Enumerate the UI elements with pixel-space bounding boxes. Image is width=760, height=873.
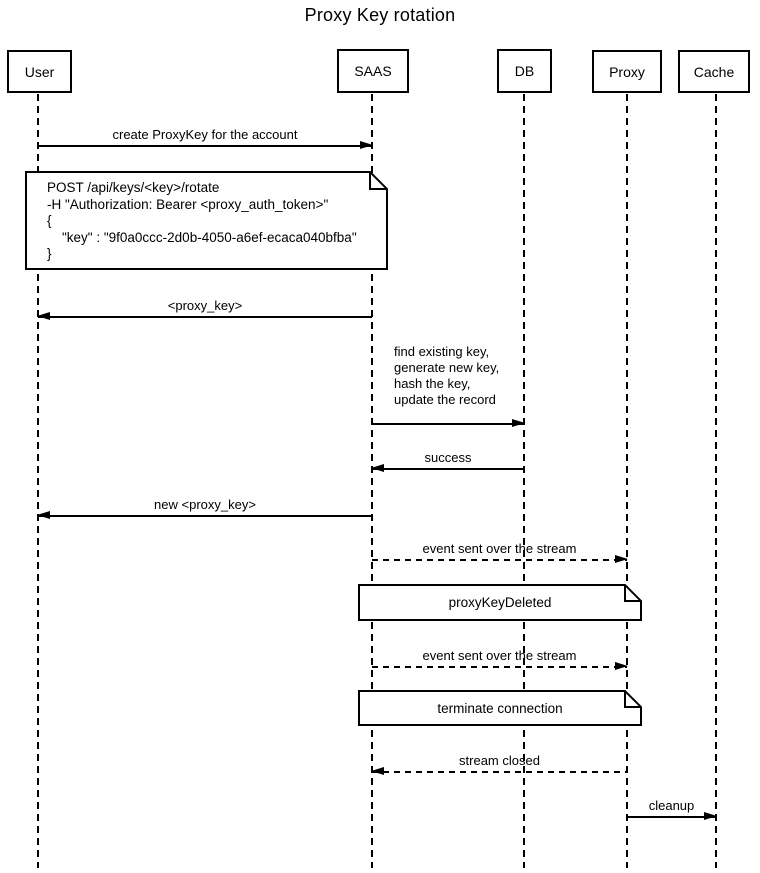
actor-label-db: DB (514, 63, 535, 79)
arrow-cleanup (627, 812, 717, 821)
message-line: hash the key, (394, 376, 471, 391)
arrow-new-proxy-key (37, 511, 372, 520)
actor-label-proxy: Proxy (609, 63, 645, 80)
lifeline-user (37, 94, 39, 868)
note-proxykey-deleted: proxyKeyDeleted (358, 584, 642, 621)
arrowhead-left-icon (37, 312, 50, 321)
note-proxykey-deleted-text: proxyKeyDeleted (448, 595, 552, 610)
actor-label-saas: SAAS (354, 63, 392, 79)
note-shape-icon (25, 171, 388, 270)
arrow-success (371, 464, 524, 473)
arrow-event-stream-1 (372, 555, 628, 564)
note-line: "key" : "9f0a0ccc-2d0b-4050-a6ef-ecaca04… (47, 229, 357, 245)
arrowhead-right-icon (512, 419, 525, 428)
lifeline-proxy (626, 94, 628, 868)
note-terminate-connection: terminate connection (358, 690, 642, 726)
actor-box-cache: Cache (678, 50, 750, 93)
note-line: } (47, 246, 52, 262)
message-line: update the record (394, 392, 496, 407)
arrow-stream-closed (371, 767, 627, 776)
message-label-event-stream-2: event sent over the stream (422, 648, 577, 663)
message-line: find existing key, (394, 344, 490, 359)
actor-label-user: User (24, 63, 55, 80)
arrowhead-left-icon (371, 464, 384, 473)
message-label-success: success (424, 450, 472, 465)
arrowhead-right-icon (615, 662, 628, 671)
arrow-db-update (372, 419, 525, 428)
diagram-title: Proxy Key rotation (304, 5, 456, 25)
note-rotate-request: POST /api/keys/<key>/rotate -H "Authoriz… (25, 171, 388, 270)
note-line: -H "Authorization: Bearer <proxy_auth_to… (47, 196, 329, 212)
message-label-proxy-key: <proxy_key> (167, 298, 243, 313)
arrowhead-right-icon (704, 812, 717, 821)
lifeline-cache (715, 94, 717, 868)
actor-label-cache: Cache (693, 63, 735, 80)
note-line: POST /api/keys/<key>/rotate (47, 180, 220, 195)
note-shape-icon (358, 690, 642, 726)
message-label-cleanup: cleanup (648, 798, 695, 813)
actor-box-saas: SAAS (337, 49, 409, 93)
note-rotate-request-text: POST /api/keys/<key>/rotate -H "Authoriz… (25, 171, 388, 270)
note-line: { (47, 213, 52, 229)
actor-box-user: User (7, 50, 72, 93)
message-line: generate new key, (394, 360, 500, 375)
arrowhead-left-icon (371, 767, 384, 776)
actor-box-db: DB (497, 49, 552, 93)
note-shape-icon (358, 584, 642, 621)
arrowhead-right-icon (360, 141, 373, 150)
arrow-proxy-key (37, 312, 372, 321)
note-terminate-connection-text: terminate connection (437, 700, 563, 716)
message-label-create-proxykey: create ProxyKey for the account (112, 127, 298, 142)
arrowhead-right-icon (615, 555, 628, 564)
message-label-event-stream-1: event sent over the stream (422, 541, 577, 556)
message-label-stream-closed: stream closed (459, 753, 540, 768)
arrow-create-proxykey (38, 141, 373, 150)
arrow-event-stream-2 (372, 662, 628, 671)
message-label-db-update: find existing key, generate new key, has… (394, 344, 499, 408)
actor-box-proxy: Proxy (592, 50, 662, 93)
lifeline-saas (371, 94, 373, 868)
lifeline-db (523, 94, 525, 868)
message-label-new-proxy-key: new <proxy_key> (154, 497, 256, 512)
arrowhead-left-icon (37, 511, 50, 520)
